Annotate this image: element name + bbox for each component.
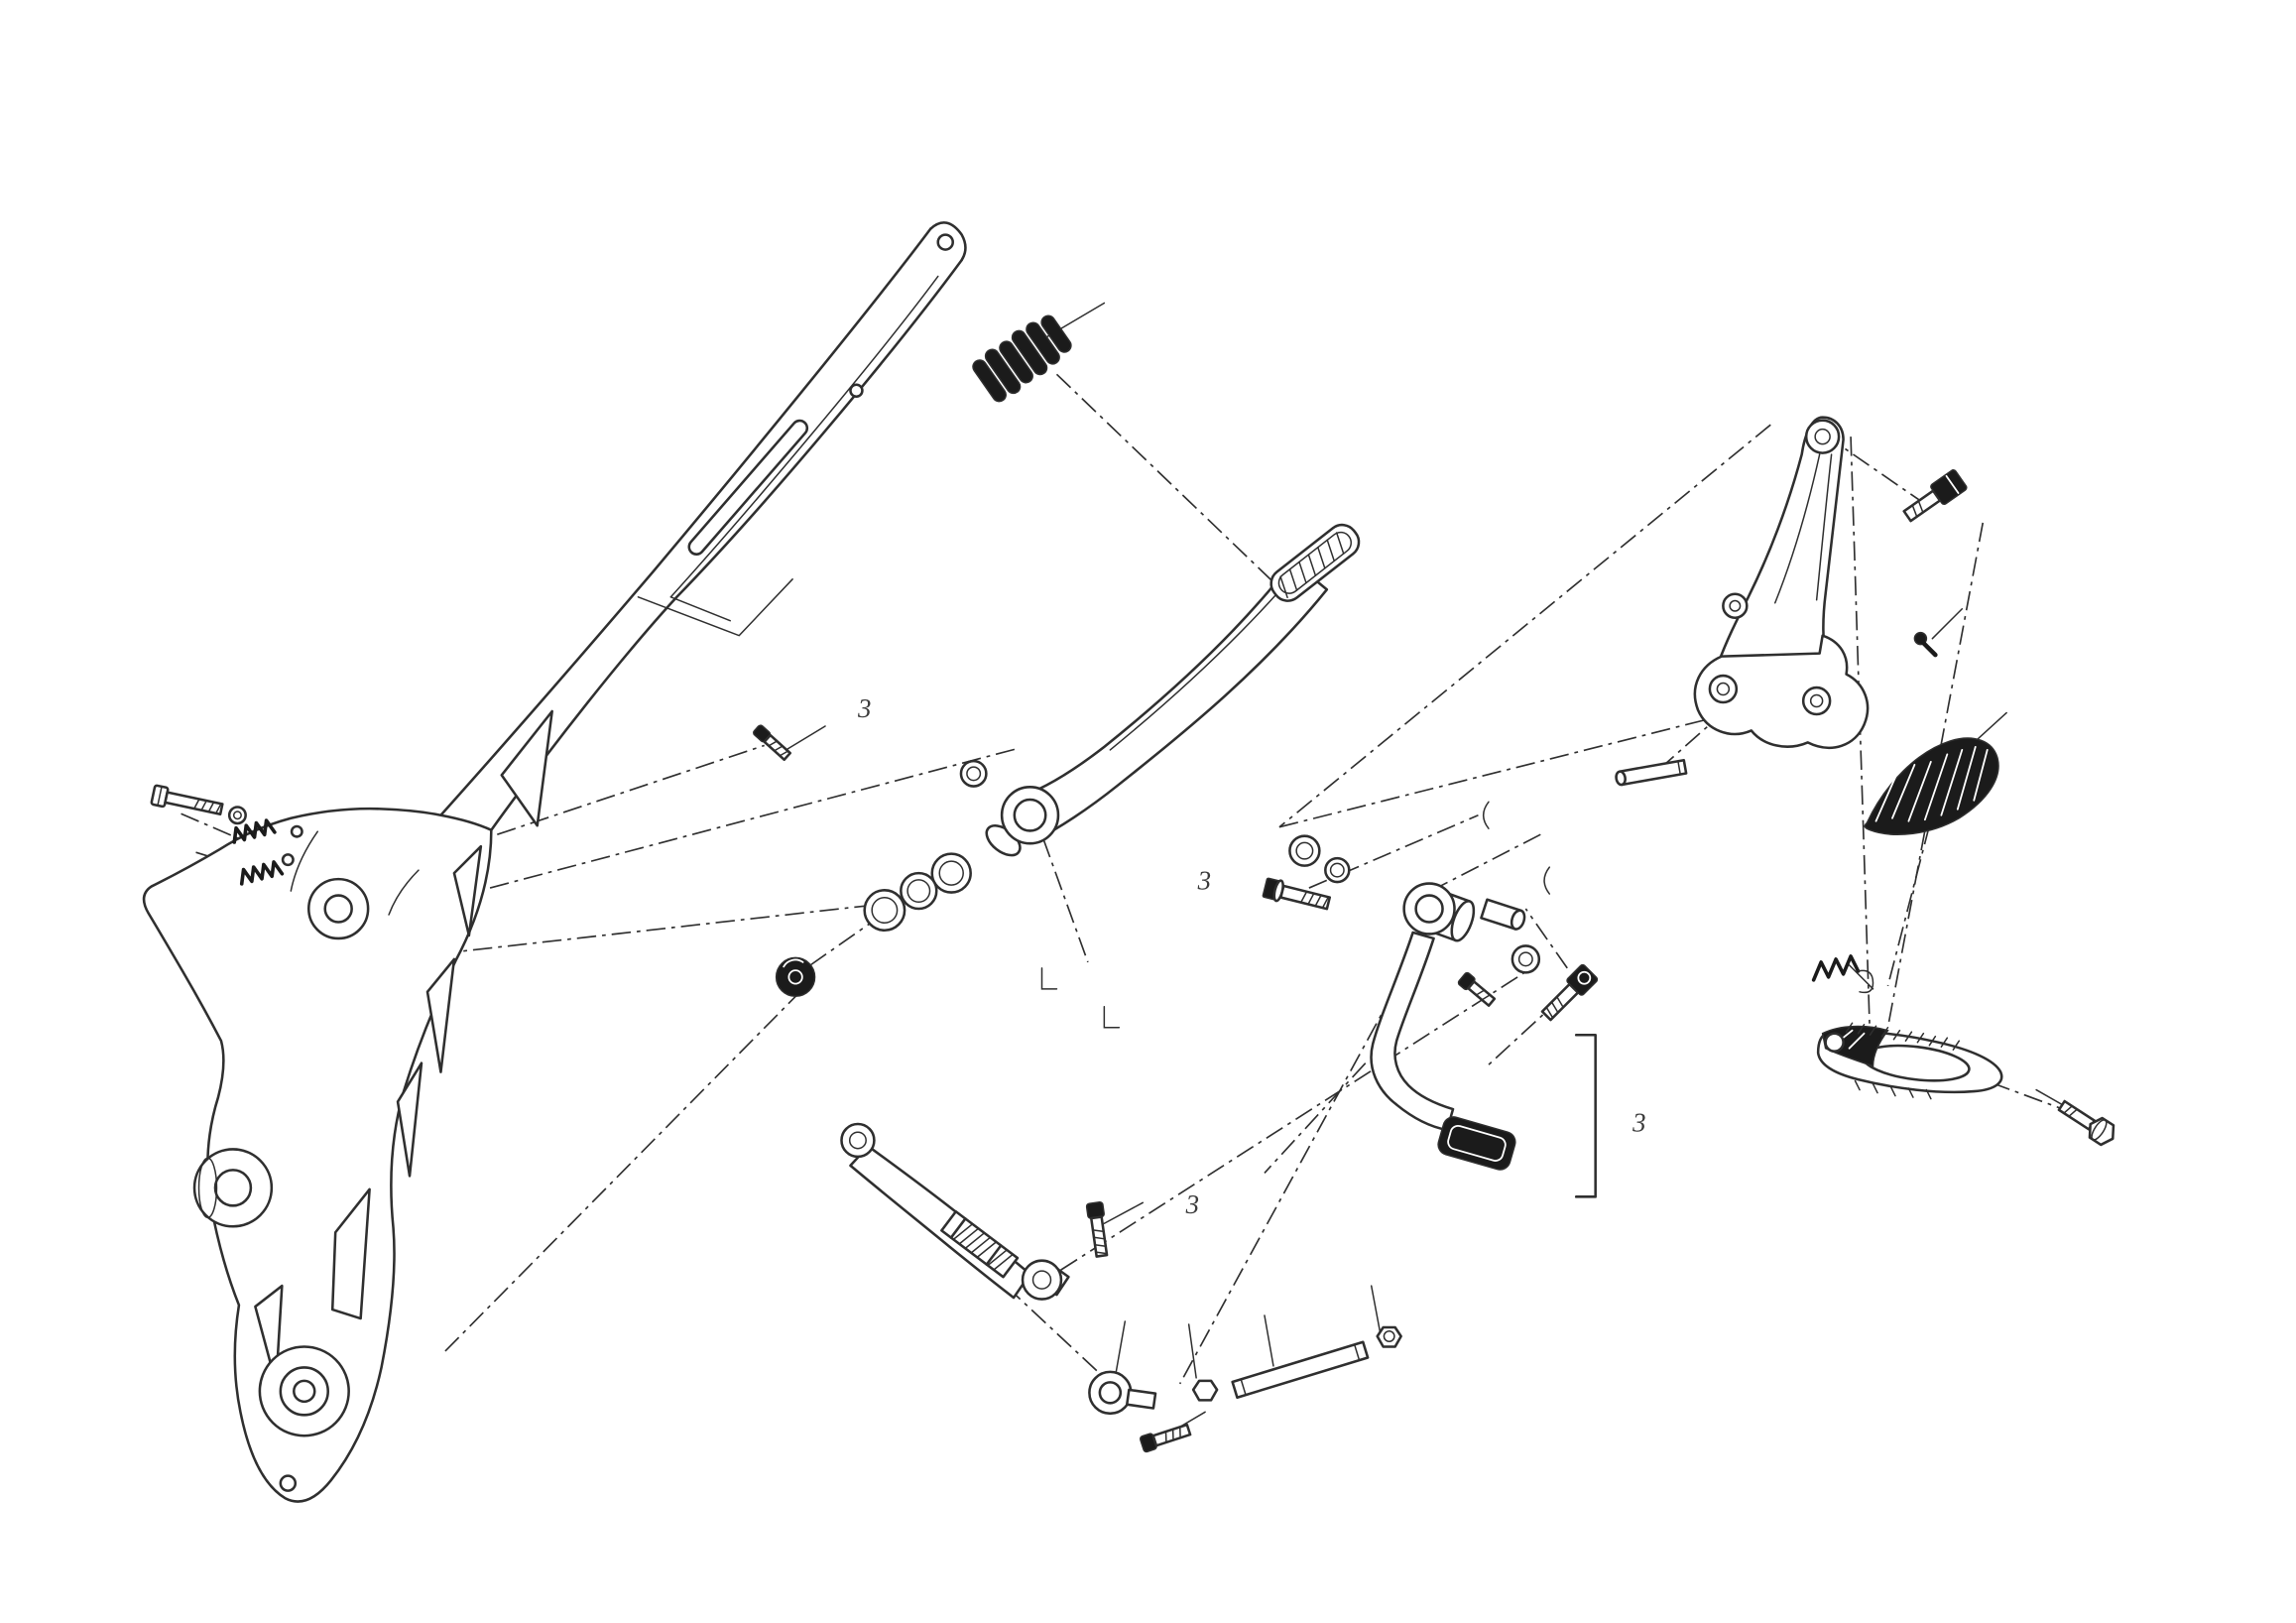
beam-slot bbox=[687, 419, 809, 556]
jam-nut bbox=[1191, 1379, 1219, 1402]
pedal-arm bbox=[1370, 931, 1455, 1132]
footpeg-assembly bbox=[1615, 416, 2115, 1147]
circlip-washer bbox=[959, 759, 988, 788]
bracket-bolt bbox=[1902, 469, 1968, 523]
pivot-bolt bbox=[1262, 877, 1332, 911]
part-ref-label: 3 bbox=[1185, 1189, 1199, 1219]
grouping-bracket bbox=[1574, 1033, 1597, 1198]
hex-nut bbox=[1376, 1325, 1402, 1348]
pivot-washer-1 bbox=[1288, 834, 1321, 867]
brake-pedal-assembly bbox=[1262, 834, 1599, 1171]
o-ring bbox=[863, 889, 906, 932]
spacer-sleeve bbox=[1480, 898, 1526, 931]
detent-ball-2 bbox=[281, 853, 295, 867]
lever-serrated-tip bbox=[1269, 523, 1361, 602]
corner-mark-1 bbox=[1040, 967, 1058, 990]
knurled-adjuster bbox=[940, 1209, 1020, 1279]
beam-tip-hole bbox=[936, 233, 954, 251]
set-screw bbox=[753, 724, 791, 762]
pivot-pin bbox=[1615, 758, 1688, 787]
footpeg-bolt bbox=[2057, 1099, 2115, 1147]
clevis-eye bbox=[1021, 1259, 1063, 1301]
part-ref-label: 3 bbox=[1197, 866, 1211, 896]
rod-end-screw bbox=[1139, 1423, 1192, 1453]
washer-1 bbox=[930, 852, 972, 894]
footpeg-rubber-wedge bbox=[1864, 737, 1999, 835]
shift-linkage bbox=[840, 1122, 1402, 1453]
tiny-screw bbox=[1913, 631, 1938, 658]
frame-plate bbox=[142, 221, 967, 1503]
washer-2 bbox=[900, 871, 938, 911]
tick-mark-2 bbox=[1543, 866, 1551, 895]
left-fasteners bbox=[150, 784, 303, 886]
pedal-rubber-pad bbox=[1437, 1116, 1516, 1171]
spring-2 bbox=[239, 860, 285, 886]
lever-assembly bbox=[753, 314, 1361, 998]
detent-ball-1 bbox=[290, 824, 303, 838]
spacer-washer bbox=[1511, 944, 1541, 974]
reference-marks: 3 3 3 3 bbox=[857, 693, 1646, 1219]
shift-lever-eye bbox=[840, 1122, 876, 1159]
cap-nut bbox=[775, 956, 816, 998]
footrest-peg bbox=[1816, 1022, 2003, 1100]
small-washer bbox=[227, 806, 247, 825]
pinch-screw bbox=[1085, 1200, 1109, 1258]
part-ref-label: 3 bbox=[1631, 1107, 1645, 1137]
pivot-washer-2 bbox=[1324, 856, 1351, 884]
corner-mark-2 bbox=[1103, 1006, 1121, 1029]
hanger-bracket bbox=[1717, 416, 1845, 664]
bracket-top-eye bbox=[1804, 419, 1841, 454]
socket-head-screw bbox=[1540, 963, 1599, 1022]
part-ref-label: 3 bbox=[857, 693, 871, 723]
hex-bolt bbox=[150, 784, 224, 816]
return-spring bbox=[1811, 954, 1874, 994]
stop-screw bbox=[1457, 971, 1497, 1007]
lever-rubber-cover bbox=[972, 314, 1072, 403]
spring-1 bbox=[232, 818, 277, 844]
tick-mark-1 bbox=[1482, 801, 1490, 829]
tie-rod bbox=[1231, 1340, 1370, 1400]
